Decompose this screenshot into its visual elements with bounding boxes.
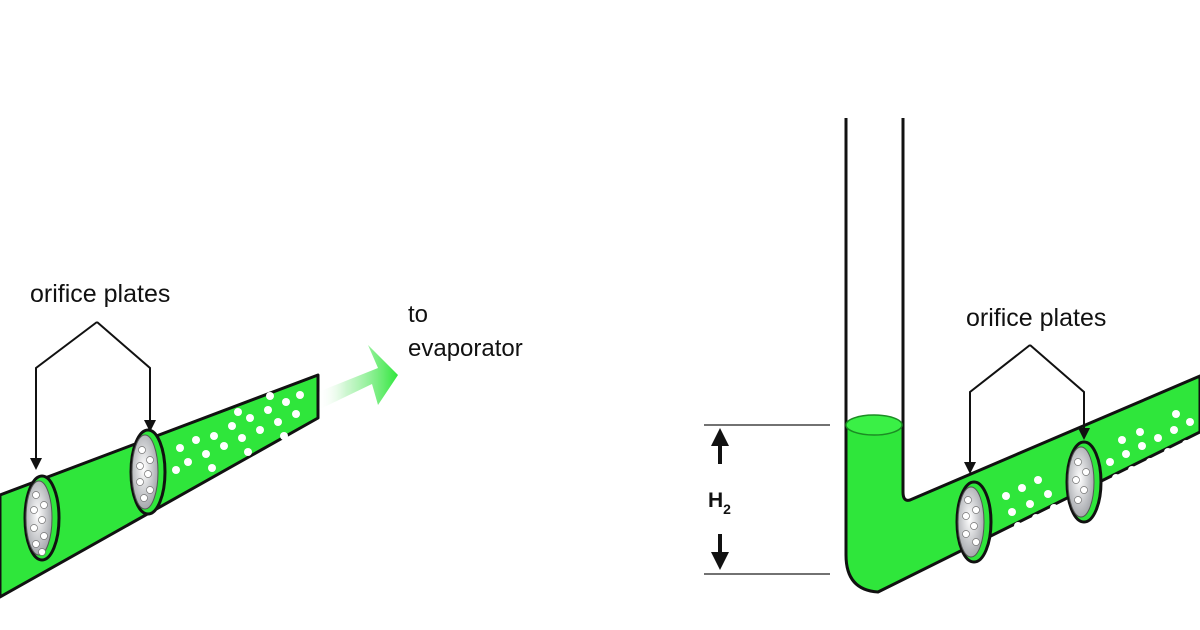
left-orifice-plate-1 [23,474,61,562]
left-leader-arrowhead-1 [30,458,42,470]
left-pipe-assembly [0,345,398,599]
destination-label-line1: to [408,301,428,328]
height-arrow-down-stem [718,534,722,552]
right-leader-arrowhead-2 [1078,428,1090,440]
height-arrow-up-stem [718,446,722,464]
right-pipe-assembly [844,118,1200,594]
destination-label-line2: evaporator [408,335,523,362]
right-pipe-liquid [844,374,1200,594]
right-leader-arrowhead-1 [964,462,976,474]
height-dimension [704,424,830,575]
left-flow-arrow [318,345,398,410]
height-arrow-down [711,552,729,570]
right-orifice-label: orifice plates [966,304,1106,332]
right-bubbles [1002,410,1194,530]
right-orifice-leaders [969,344,1085,462]
right-orifice-plate-1 [955,480,993,564]
left-leader-arrowhead-2 [144,420,156,432]
height-label-subscript: 2 [723,501,731,517]
left-bubbles [172,391,304,474]
right-orifice-plate-2 [1065,440,1103,524]
left-orifice-label: orifice plates [30,280,170,308]
height-arrow-up [711,428,729,446]
liquid-surface [845,414,903,436]
left-orifice-plate-2 [129,428,167,516]
height-label-main: H [708,489,723,512]
left-orifice-leaders [35,321,151,458]
height-label: H2 [708,489,731,517]
